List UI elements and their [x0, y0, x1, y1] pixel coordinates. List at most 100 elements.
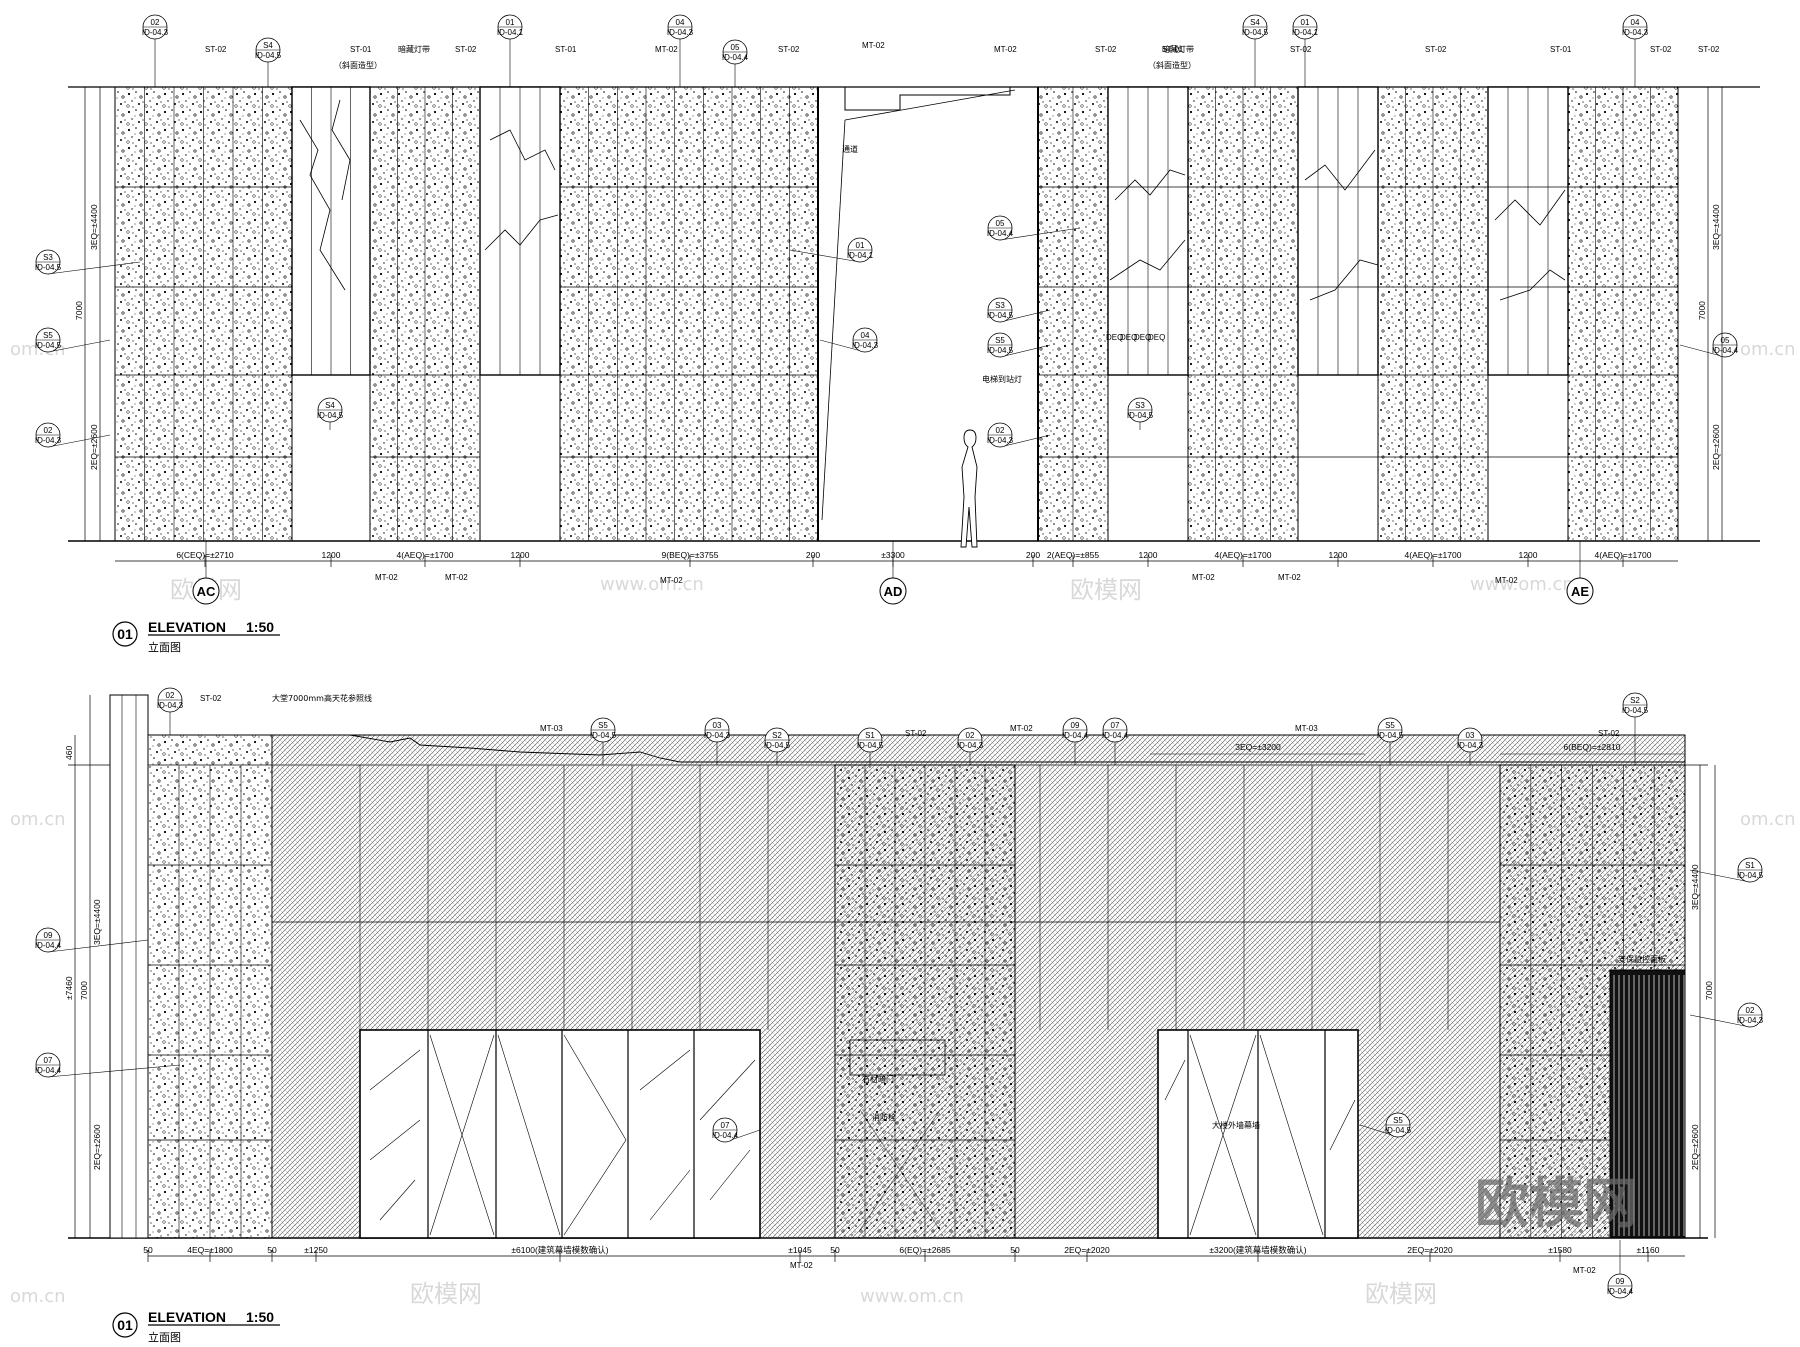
e2-callout-ref: ID-04.5: [1385, 1126, 1412, 1135]
e2-title-block: 01 ELEVATION 1:50 立面图: [112, 1309, 280, 1344]
e1-height-dim-lower: 2EQ=±2600: [89, 424, 99, 470]
e1-material-tag: MT-02: [1495, 576, 1518, 585]
watermark-text: www.om.cn: [600, 574, 704, 595]
e2-material-tag: ST-02: [200, 694, 222, 703]
e1-callout-code: 04: [861, 331, 870, 340]
e2-subtitle: 立面图: [148, 1330, 181, 1344]
e1-callout-code: 02: [996, 426, 1005, 435]
e1-callout-ref: ID-04.1: [497, 28, 524, 37]
e1-callout-ref: ID-04.3: [1622, 28, 1649, 37]
e1-dim-label: 4(AEQ)=±1700: [1595, 550, 1652, 560]
e2-material-tag: ST-02: [1598, 729, 1620, 738]
e1-material-tag: MT-02: [445, 573, 468, 582]
e2-height-dim-total: ±7460: [64, 976, 74, 1000]
e1-callout-ref: ID-04.5: [987, 346, 1014, 355]
e1-callout-ref: ID-04.4: [722, 53, 749, 62]
e2-callout-ref: ID-04.4: [1102, 731, 1129, 740]
elevation-2: 02ID-04.309ID-04.407ID-04.4S5ID-04.503ID…: [35, 687, 1764, 1344]
e2-security-note: 安保监控面板: [1618, 954, 1666, 964]
e1-material-tag: MT-02: [994, 45, 1017, 54]
e2-height-dim-lower-right: 2EQ=±2600: [1690, 1124, 1700, 1170]
e1-dim-label: 200: [806, 550, 820, 560]
e2-title-num: 01: [117, 1317, 133, 1333]
e1-slope-note-2: （斜面造型）: [1148, 60, 1196, 70]
e2-callout-code: S5: [1393, 1116, 1403, 1125]
e2-callout-ref: ID-04.5: [857, 741, 884, 750]
e1-material-tag: ST-01: [1162, 45, 1184, 54]
e2-material-tag: MT-02: [1010, 724, 1033, 733]
e2-callout-code: 02: [166, 691, 175, 700]
e1-callout-code: S4: [1250, 18, 1260, 27]
e1-height-dim-upper-right: 3EQ=±4400: [1711, 204, 1721, 250]
e1-material-tag: MT-02: [375, 573, 398, 582]
e2-callout-code: S5: [598, 721, 608, 730]
e1-subtitle: 立面图: [148, 640, 181, 654]
e1-title-num: 01: [117, 626, 133, 642]
e1-material-tag: ST-01: [1550, 45, 1572, 54]
e1-callout-code: S4: [325, 401, 335, 410]
e2-callout-code: S1: [865, 731, 875, 740]
watermark-text: 欧模网: [1365, 1280, 1437, 1308]
e2-height-dim-lower: 2EQ=±2600: [92, 1124, 102, 1170]
e2-callout-ref: ID-04.5: [1622, 706, 1649, 715]
e2-callout-ref: ID-04.3: [704, 731, 731, 740]
e1-callout-ref: ID-04.5: [987, 311, 1014, 320]
e2-callout-code: 09: [44, 931, 53, 940]
e2-callout-code: 09: [1616, 1277, 1625, 1286]
e2-stone-door-note: 石材暗门: [862, 1074, 894, 1084]
e2-dim-label: ±1160: [1637, 1245, 1660, 1255]
e1-deq-tag: DEQ: [1134, 333, 1151, 342]
e2-dim-label: ±1250: [304, 1245, 328, 1255]
e2-callout-code: 02: [1746, 1006, 1755, 1015]
e2-callout-ref: ID-04.3: [157, 701, 184, 710]
e1-callout-code: S3: [995, 301, 1005, 310]
e2-height-dim-7000: 7000: [79, 981, 89, 1000]
e2-title: ELEVATION: [148, 1309, 226, 1325]
e1-callout-ref: ID-04.5: [1127, 411, 1154, 420]
e1-callout-ref: ID-04.5: [317, 411, 344, 420]
e1-material-tag: MT-02: [1192, 573, 1215, 582]
e1-callout-code: 05: [996, 219, 1005, 228]
e2-height-dim-7000-right: 7000: [1704, 981, 1714, 1000]
e2-dim-label: 50: [1010, 1245, 1020, 1255]
e1-callout-code: 01: [506, 18, 515, 27]
e2-callout-ref: ID-04.4: [35, 941, 62, 950]
e1-callout-ref: ID-04.5: [1242, 28, 1269, 37]
e1-material-tag: MT-02: [655, 45, 678, 54]
e1-scale: 1:50: [246, 619, 274, 635]
e1-dim-label: 4(AEQ)=±1700: [1215, 550, 1272, 560]
e2-callout-code: 09: [1071, 721, 1080, 730]
e1-material-tag: ST-01: [350, 45, 372, 54]
e1-title-block: 01 ELEVATION 1:50 立面图: [112, 619, 280, 654]
e1-height-dim-upper: 3EQ=±4400: [89, 204, 99, 250]
svg-text:AE: AE: [1571, 584, 1589, 599]
e1-slope-note: （斜面造型）: [334, 60, 382, 70]
e1-dim-label: 200: [1026, 550, 1040, 560]
e2-dim-label: 4EQ=±1800: [187, 1245, 233, 1255]
e2-callout-code: 03: [1466, 731, 1475, 740]
e2-callout-code: 03: [713, 721, 722, 730]
e1-callout-code: 01: [856, 241, 865, 250]
e1-material-tag: ST-02: [455, 45, 477, 54]
elevation-1: 02ID-04.3S4ID-04.501ID-04.104ID-04.305ID…: [35, 14, 1760, 654]
e1-callout-code: 05: [731, 43, 740, 52]
e1-dim-label: 9(BEQ)=±3755: [662, 550, 719, 560]
